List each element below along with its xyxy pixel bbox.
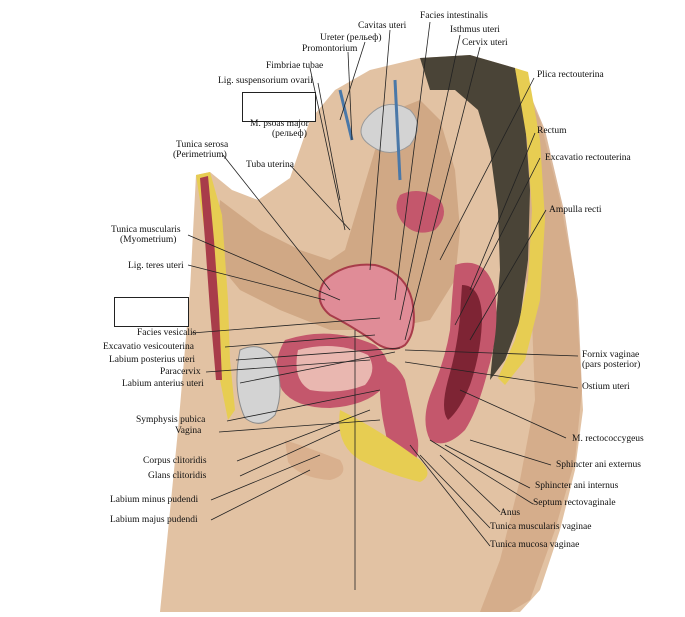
sacrum — [420, 55, 530, 380]
label-sphincter-externus: Sphincter ani externus — [556, 460, 641, 470]
label-facies-intestinalis: Facies intestinalis — [420, 11, 488, 21]
label-lig-teres: Lig. teres uteri — [128, 261, 184, 271]
label-perimetrium: (Perimetrium) — [173, 150, 227, 160]
leader-lines — [187, 21, 579, 590]
ureter — [338, 89, 354, 141]
label-labium-minus: Labium minus pudendi — [110, 495, 199, 505]
label-ostium-uteri: Ostium uteri — [582, 382, 630, 392]
label-septum-rectovaginale: Septum rectovaginale — [533, 498, 616, 508]
label-facies-vesicalis: Facies vesicalis — [137, 328, 197, 338]
label-fornix-pars-posterior: (pars posterior) — [582, 360, 641, 370]
label-paracervix: Paracervix — [160, 367, 201, 377]
label-ureter: Ureter (рельеф) — [320, 33, 382, 43]
label-glans-clitoridis: Glans clitoridis — [148, 471, 207, 481]
label-myometrium: (Myometrium) — [120, 235, 177, 245]
label-m-rectococcygeus: M. rectococcygeus — [572, 434, 644, 444]
label-anus: Anus — [500, 508, 521, 518]
label-symphysis-pubica: Symphysis pubica — [136, 415, 206, 425]
symphysis — [236, 346, 281, 424]
label-lig-suspensorium: Lig. suspensorium ovarii — [218, 76, 313, 86]
label-excavatio-vesicouterina: Excavatio vesicouterina — [103, 342, 195, 352]
sacrum-posterior-fat — [498, 68, 545, 385]
label-tuba-uterina: Tuba uterina — [246, 160, 294, 170]
label-sphincter-internus: Sphincter ani internus — [535, 481, 619, 491]
vessel — [393, 79, 402, 181]
label-vagina: Vagina — [175, 426, 202, 436]
label-plica-rectouterina: Plica rectouterina — [537, 70, 604, 80]
label-fornix-vaginae: Fornix vaginae — [582, 350, 640, 360]
label-psoas-relief: (рельеф) — [272, 129, 307, 139]
label-fimbriae-tubae: Fimbriae tubae — [266, 61, 324, 71]
label-rectum: Rectum — [537, 126, 567, 136]
posterior-shadow — [480, 70, 582, 612]
label-labium-anterius: Labium anterius uteri — [122, 379, 204, 389]
perineal-fat — [339, 410, 428, 482]
label-cervix-uteri: Cervix uteri — [462, 38, 508, 48]
bladder-lumen — [296, 346, 373, 392]
rectum-lumen — [444, 285, 482, 420]
anterior-wall-muscle — [200, 176, 222, 380]
label-isthmus-uteri: Isthmus uteri — [450, 25, 500, 35]
label-tunica-muscularis-vaginae: Tunica muscularis vaginae — [490, 522, 592, 532]
label-labium-posterius: Labium posterius uteri — [109, 355, 196, 365]
label-corpus-clitoridis: Corpus clitoridis — [143, 456, 207, 466]
label-tunica-mucosa-vaginae: Tunica mucosa vaginae — [490, 540, 580, 550]
label-labium-majus: Labium majus pudendi — [110, 515, 198, 525]
blank-label-box-top — [242, 92, 316, 122]
label-promontorium: Promontorium — [302, 44, 358, 54]
label-tunica-muscularis: Tunica muscularis — [111, 225, 181, 235]
label-excavatio-rectouterina: Excavatio rectouterina — [545, 153, 631, 163]
label-ampulla-recti: Ampulla recti — [549, 205, 602, 215]
label-cavitas-uteri: Cavitas uteri — [358, 21, 407, 31]
sigmoid-colon — [396, 191, 444, 233]
label-tunica-serosa: Tunica serosa — [176, 140, 229, 150]
blank-label-box-left — [114, 297, 189, 327]
uterus — [318, 263, 415, 350]
label-psoas: M. psoas major — [250, 119, 309, 129]
external-genitalia — [285, 440, 344, 480]
